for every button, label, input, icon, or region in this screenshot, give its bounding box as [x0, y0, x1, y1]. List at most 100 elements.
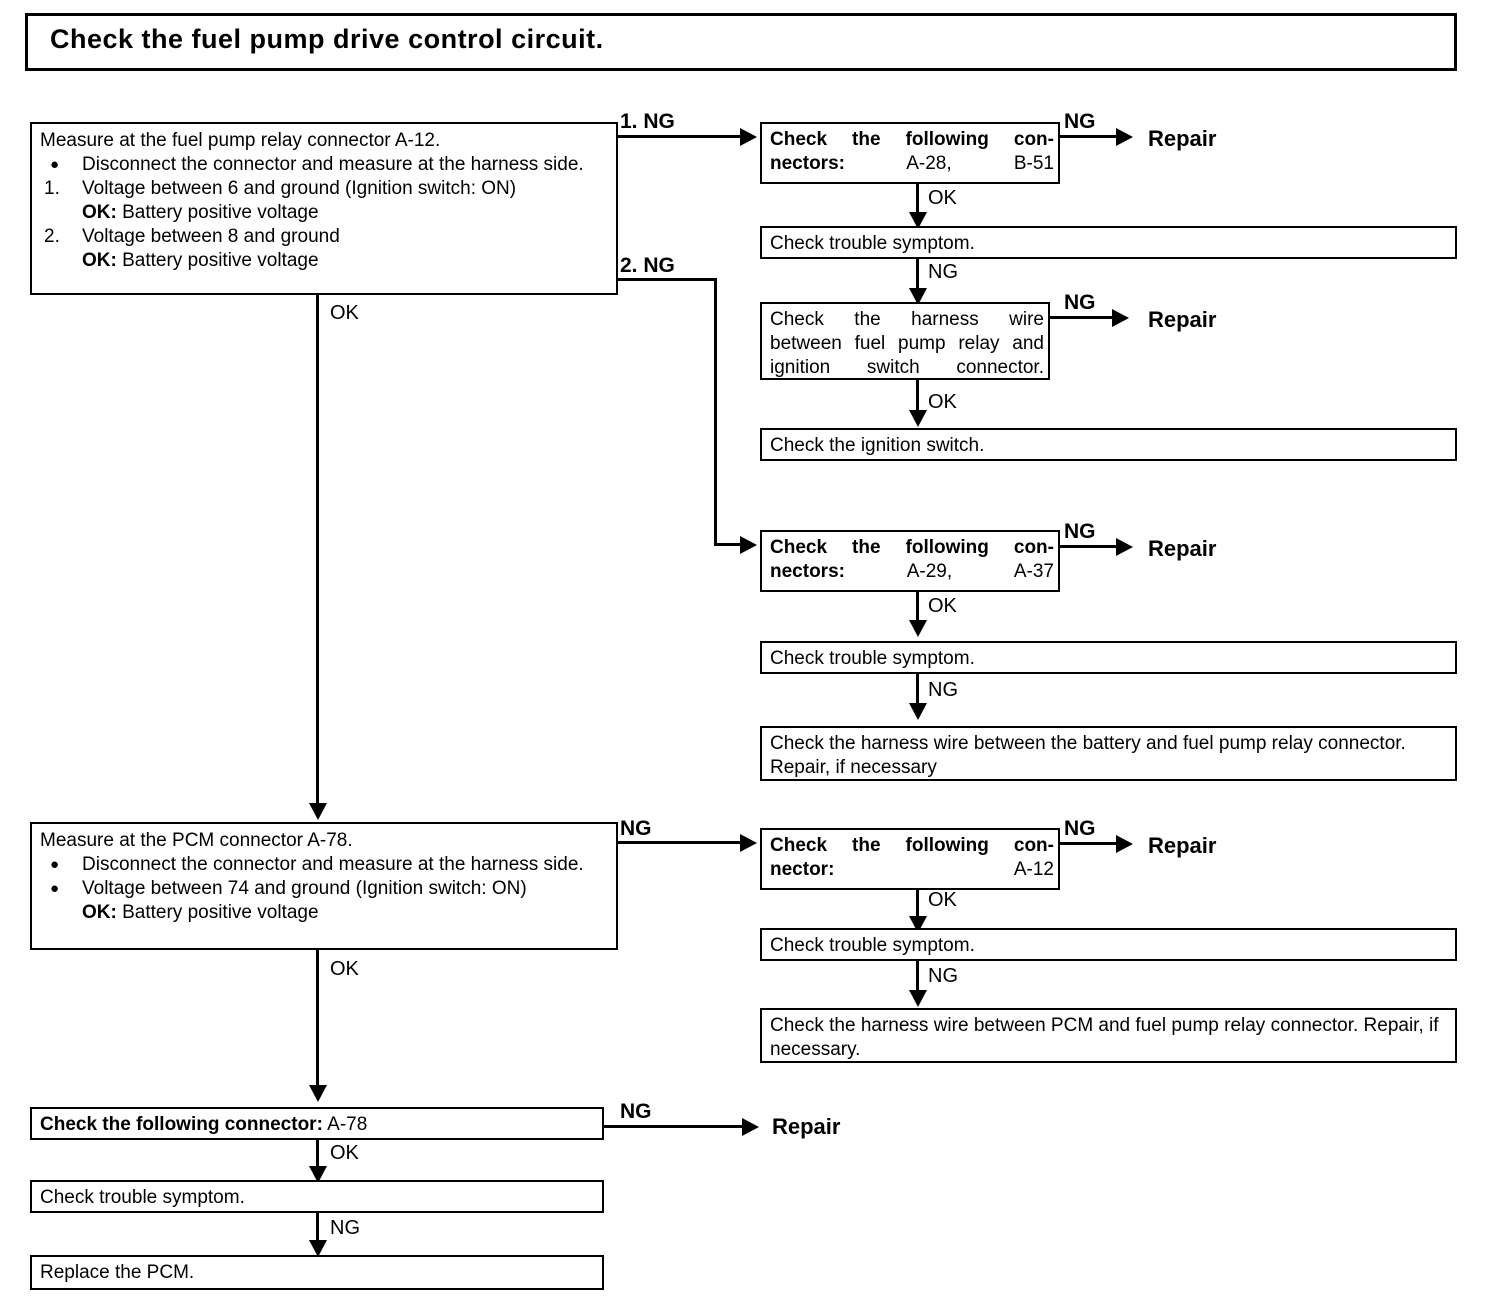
- bullet-icon: ●: [50, 856, 60, 873]
- label-ng-a29: NG: [1064, 520, 1096, 543]
- repair-harness1: Repair: [1148, 307, 1217, 332]
- label-ng-ts1: NG: [928, 261, 958, 283]
- connector-a78-bold: Check the following connector:: [40, 1114, 323, 1135]
- measure-relay-item-4-ok: OK:: [82, 250, 117, 271]
- box-replace-pcm: Replace the PCM.: [30, 1255, 604, 1290]
- trouble-symptom-3-text: Check trouble symptom.: [770, 935, 975, 956]
- arrow-a12-ng-repair: [1116, 835, 1133, 853]
- label-ok-harness1: OK: [928, 391, 957, 413]
- bullet-icon: ●: [50, 880, 60, 897]
- harness-battery-relay-text: Check the harness wire between the batte…: [770, 733, 1406, 778]
- arrow-harness1-ng-repair: [1112, 309, 1129, 327]
- arrow-a78-ng-repair: [742, 1118, 759, 1136]
- connectors-a28-b51-bold: Check the following con-nectors:: [770, 129, 1054, 174]
- measure-relay-item-3: 2. Voltage between 8 and ground: [40, 225, 610, 249]
- measure-relay-item-4: OK: Battery positive voltage: [40, 249, 610, 273]
- line-a12-ng: [1060, 842, 1120, 845]
- measure-relay-heading: Measure at the fuel pump relay connector…: [40, 130, 441, 151]
- label-ng2: 2. NG: [620, 254, 675, 277]
- line-ts4-ng: [316, 1213, 319, 1246]
- harness-pcm-relay-text: Check the harness wire between PCM and f…: [770, 1015, 1439, 1060]
- connectors-a29-a37-bold: Check the following con-nectors:: [770, 537, 1054, 582]
- box-measure-pcm: Measure at the PCM connector A-78. ● Dis…: [30, 822, 618, 950]
- line-a78-ng: [604, 1125, 746, 1128]
- box-check-connector-a78: Check the following connector: A-78: [30, 1107, 604, 1140]
- measure-pcm-item-0-text: Disconnect the connector and measure at …: [82, 854, 584, 875]
- label-ok-a78: OK: [330, 1142, 359, 1164]
- arrow-harness1-ok: [909, 410, 927, 427]
- repair-a78: Repair: [772, 1114, 841, 1139]
- arrow-ng1-to-connectors: [740, 128, 757, 146]
- label-ok-relay-to-pcm: OK: [330, 302, 359, 324]
- line-ng2-horizontal-bottom: [714, 543, 744, 546]
- box-trouble-symptom-1: Check trouble symptom.: [760, 226, 1457, 259]
- label-ng-a28: NG: [1064, 110, 1096, 133]
- line-pcm-ok: [316, 950, 319, 1092]
- line-a78-ok: [316, 1140, 319, 1172]
- repair-a12: Repair: [1148, 833, 1217, 858]
- connectors-a28-b51-text: Check the following con-nectors: A-28, B…: [770, 128, 1054, 200]
- measure-relay-item-1-text: Voltage between 6 and ground (Ignition s…: [82, 178, 517, 199]
- repair-a29: Repair: [1148, 536, 1217, 561]
- measure-pcm-heading: Measure at the PCM connector A-78.: [40, 830, 353, 851]
- box-trouble-symptom-2: Check trouble symptom.: [760, 641, 1457, 674]
- measure-relay-item-0: ● Disconnect the connector and measure a…: [40, 153, 610, 177]
- arrow-a28-ok: [909, 212, 927, 229]
- arrow-a78-ok: [309, 1166, 327, 1183]
- box-check-connectors-a28-b51: Check the following con-nectors: A-28, B…: [760, 122, 1060, 184]
- box-trouble-symptom-3: Check trouble symptom.: [760, 928, 1457, 961]
- trouble-symptom-4-text: Check trouble symptom.: [40, 1187, 245, 1208]
- arrow-ts2-ng: [909, 703, 927, 720]
- connectors-a29-a37-rest: A-29, A-37: [906, 561, 1055, 582]
- repair-a28: Repair: [1148, 126, 1217, 151]
- line-ts1-ng: [916, 259, 919, 294]
- bullet-icon: ●: [50, 156, 60, 173]
- line-ng2-horizontal-top: [618, 278, 717, 281]
- arrow-ng2-to-connectors: [740, 536, 757, 554]
- list-number-1: 1.: [44, 178, 60, 199]
- box-measure-fuel-pump-relay: Measure at the fuel pump relay connector…: [30, 122, 618, 295]
- page-title: Check the fuel pump drive control circui…: [50, 24, 604, 54]
- arrow-ok-relay-to-pcm: [309, 803, 327, 820]
- connector-a78-text: Check the following connector: A-78: [40, 1113, 598, 1137]
- line-a29-ng: [1060, 545, 1120, 548]
- line-ng1-horizontal: [618, 135, 744, 138]
- line-a12-ok: [916, 890, 919, 922]
- label-ng1: 1. NG: [620, 110, 675, 133]
- trouble-symptom-1-text: Check trouble symptom.: [770, 233, 975, 254]
- arrow-a29-ok: [909, 620, 927, 637]
- label-ng-harness1: NG: [1064, 291, 1096, 314]
- box-check-connectors-a29-a37: Check the following con-nectors: A-29, A…: [760, 530, 1060, 592]
- line-ng2-vertical: [714, 278, 717, 546]
- measure-relay-item-0-text: Disconnect the connector and measure at …: [82, 154, 584, 175]
- connector-a12-text: Check the following con-nector: A-12: [770, 834, 1054, 906]
- label-ok-a29: OK: [928, 595, 957, 617]
- label-ng-ts4: NG: [330, 1217, 360, 1239]
- label-ng-ts3: NG: [928, 965, 958, 987]
- measure-pcm-item-2-text: Battery positive voltage: [122, 902, 319, 923]
- measure-pcm-item-2-ok: OK:: [82, 902, 117, 923]
- label-ng-a78: NG: [620, 1100, 652, 1123]
- box-trouble-symptom-4: Check trouble symptom.: [30, 1180, 604, 1213]
- box-check-ignition-switch: Check the ignition switch.: [760, 428, 1457, 461]
- box-check-connector-a12: Check the following con-nector: A-12: [760, 828, 1060, 890]
- harness-relay-ignition-text: Check the harness wire between fuel pump…: [770, 309, 1044, 378]
- line-ts2-ng: [916, 674, 919, 709]
- line-harness1-ng: [1050, 316, 1116, 319]
- arrow-ts3-ng: [909, 990, 927, 1007]
- measure-relay-item-1: 1. Voltage between 6 and ground (Ignitio…: [40, 177, 610, 201]
- trouble-symptom-2-text: Check trouble symptom.: [770, 648, 975, 669]
- arrow-pcm-ok: [309, 1085, 327, 1102]
- measure-pcm-item-0: ● Disconnect the connector and measure a…: [40, 853, 610, 877]
- measure-relay-item-2-text: Battery positive voltage: [122, 202, 319, 223]
- measure-pcm-item-1-text: Voltage between 74 and ground (Ignition …: [82, 878, 527, 899]
- measure-relay-list: Measure at the fuel pump relay connector…: [40, 129, 610, 273]
- arrow-ts1-ng: [909, 288, 927, 305]
- title-box: Check the fuel pump drive control circui…: [25, 13, 1457, 71]
- ignition-switch-text: Check the ignition switch.: [770, 435, 985, 456]
- connector-a78-rest: A-78: [327, 1114, 368, 1135]
- connectors-a28-b51-rest: A-28, B-51: [906, 153, 1054, 174]
- measure-pcm-list: Measure at the PCM connector A-78. ● Dis…: [40, 829, 610, 925]
- line-harness1-ok: [916, 380, 919, 414]
